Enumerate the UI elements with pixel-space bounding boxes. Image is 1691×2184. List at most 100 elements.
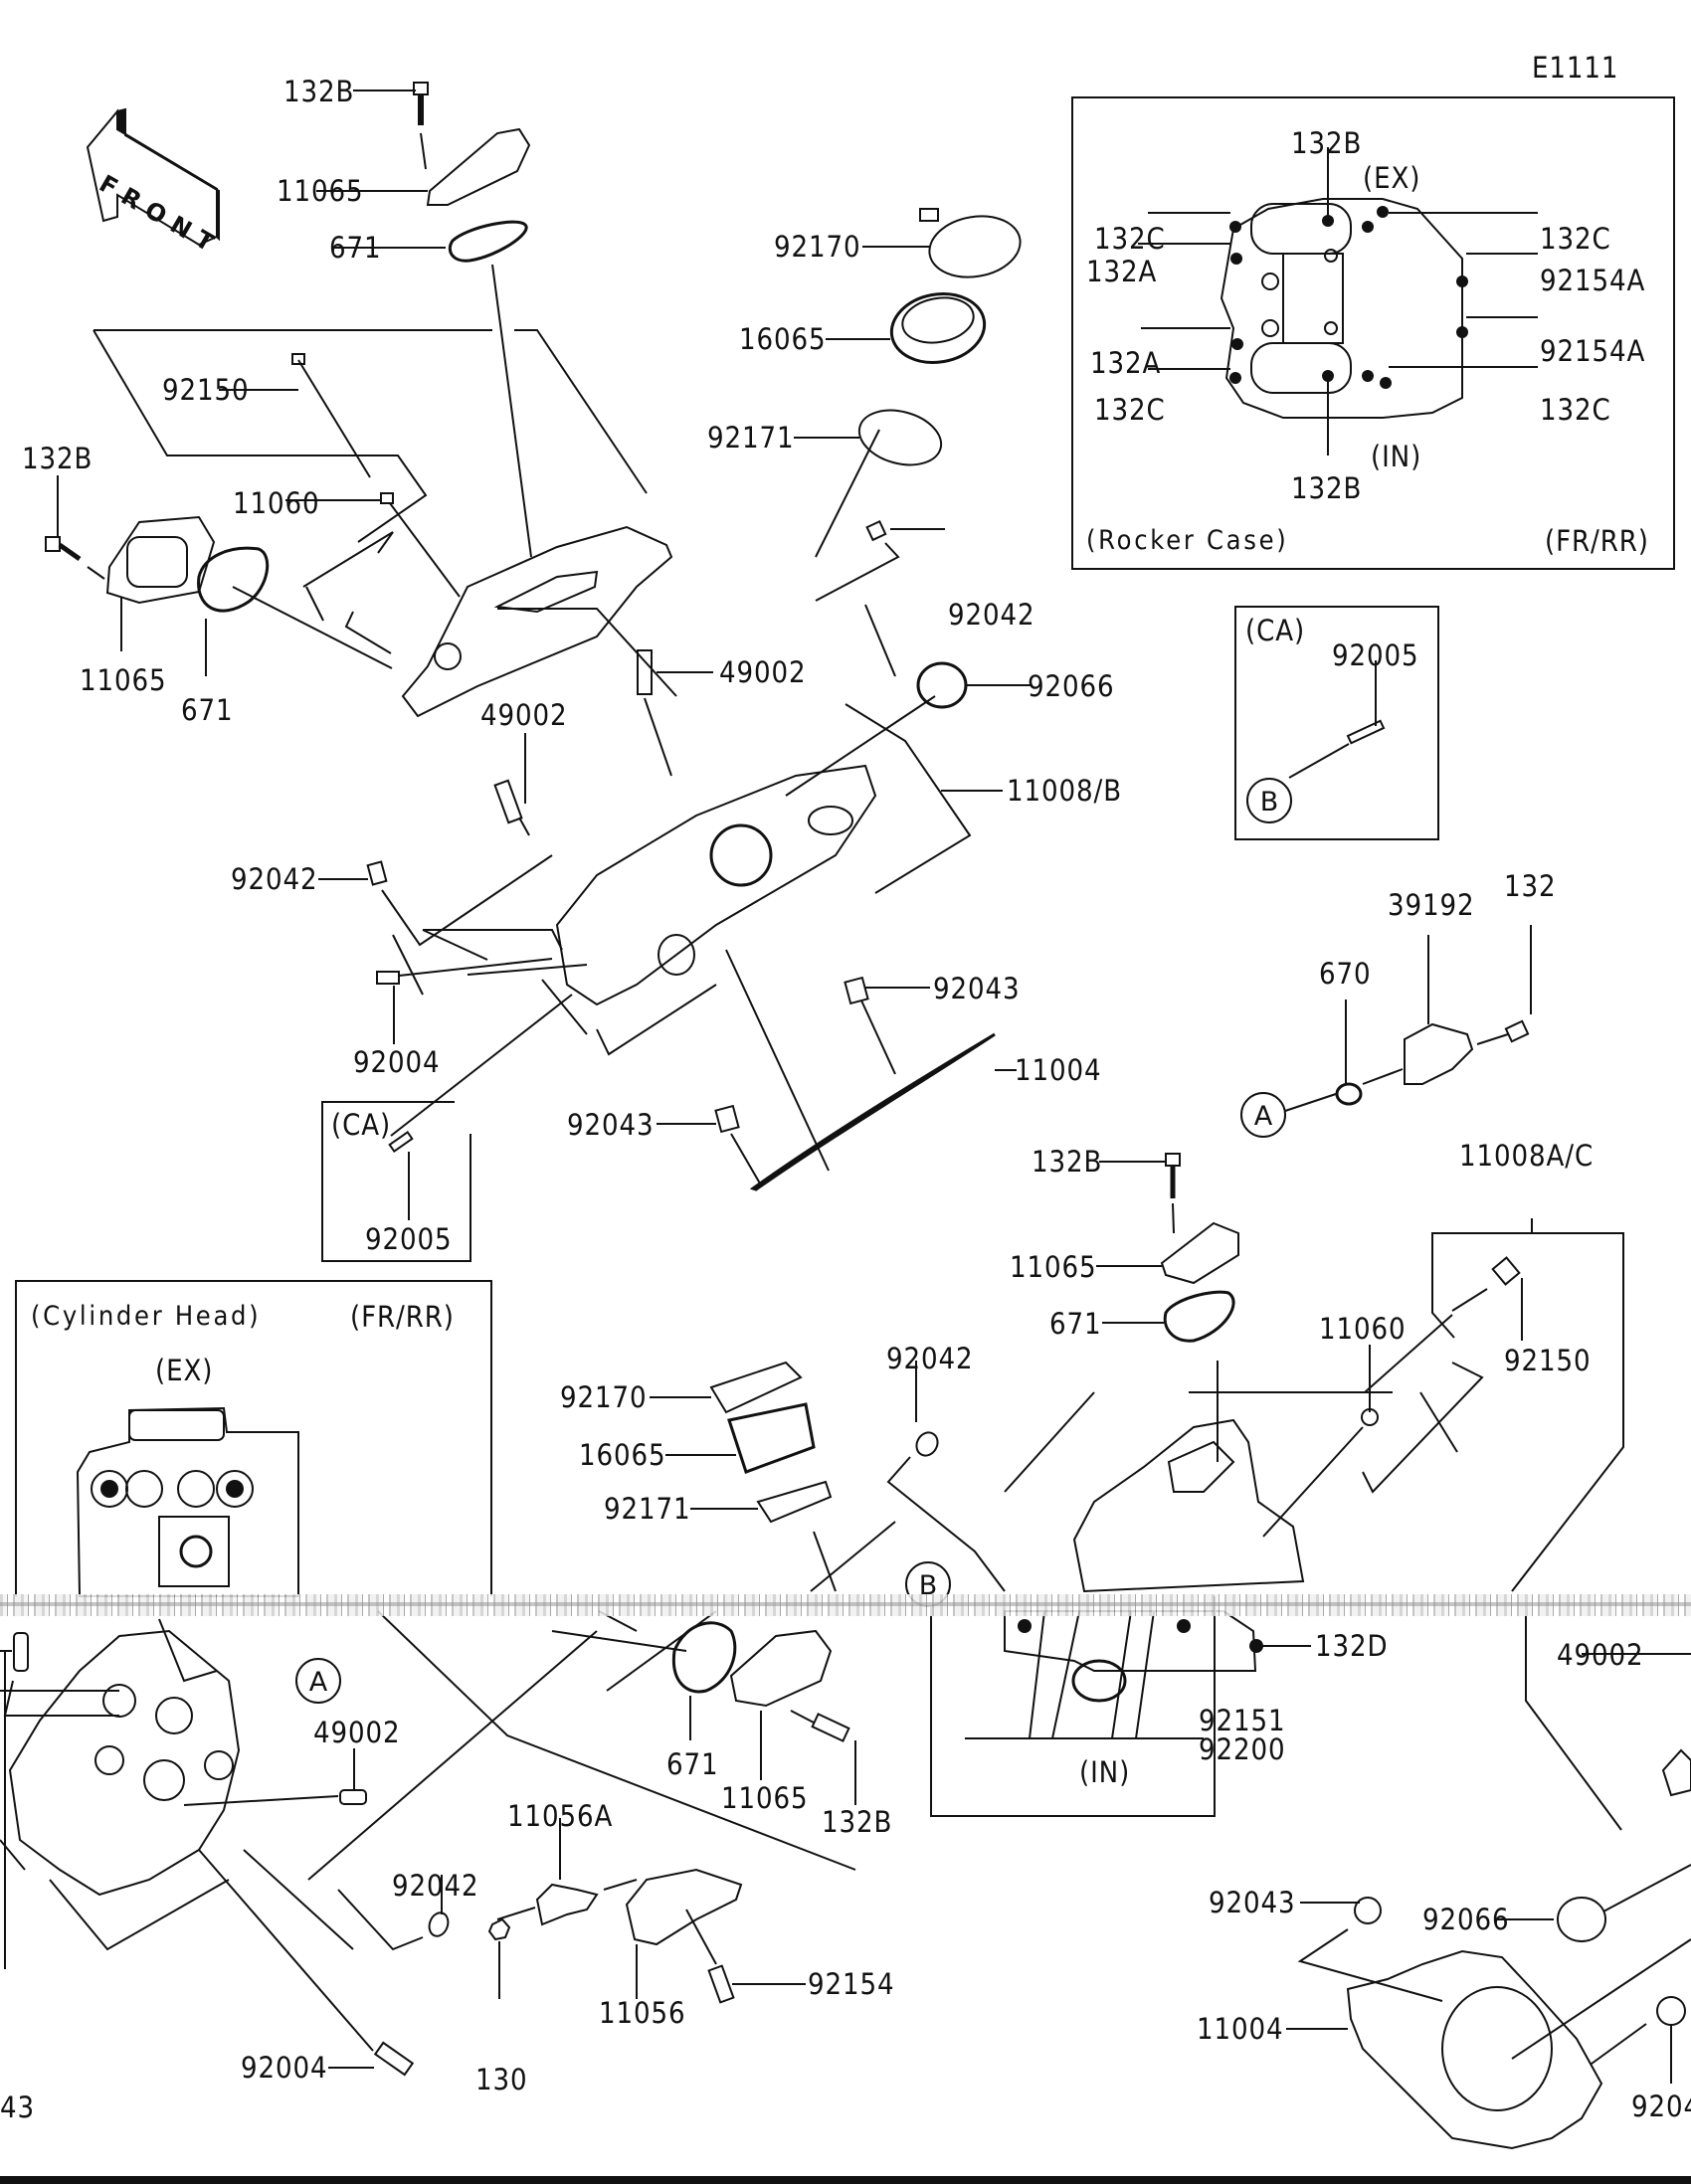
bracket-11056 [625, 1868, 743, 1946]
callout-132a: 132A [1086, 255, 1158, 288]
callout-92150: 92150 [1504, 1344, 1592, 1377]
callout-16065: 16065 [579, 1438, 666, 1472]
callout-11065: 11065 [721, 1781, 809, 1815]
callout-92151: 92151 [1199, 1704, 1286, 1737]
callout-92154: 92154 [808, 1967, 895, 2001]
rocker-in-label: (IN) [1371, 440, 1422, 473]
callout-92200: 92200 [1199, 1732, 1286, 1766]
cover-11065-mid [1160, 1221, 1239, 1285]
callout-132d: 132D [1315, 1629, 1389, 1663]
callout-92154a: 92154A [1540, 334, 1646, 368]
rocker-case-variant: (FR/RR) [1545, 524, 1649, 558]
rocker-ex-label: (EX) [1363, 161, 1421, 195]
ca-lower-inset-frame [321, 1101, 471, 1262]
bracket-11056a [535, 1883, 599, 1926]
bolt-132 [1504, 1019, 1530, 1043]
callout-92042: 92042 [948, 598, 1035, 632]
callout-11056a: 11056A [507, 1799, 614, 1833]
callout-132a: 132A [1090, 346, 1162, 380]
callout-92043-truncated: 9204 [1631, 2090, 1691, 2123]
callout-11004: 11004 [1015, 1053, 1102, 1087]
cover-11065-left [105, 515, 216, 605]
clamp-92170-low [709, 1361, 803, 1414]
callout-92005: 92005 [365, 1222, 453, 1256]
callout-11008b: 11008/B [1007, 774, 1123, 808]
ca-upper-inset-frame [1234, 606, 1439, 840]
cylinder-head-inset-drawing [76, 1406, 299, 1597]
cylinder-head-inset-frame [15, 1280, 492, 1596]
gasket-671-left [197, 546, 270, 613]
callout-132b: 132B [1291, 126, 1363, 160]
callout-132c: 132C [1540, 393, 1611, 427]
callout-671: 671 [181, 693, 234, 727]
callout-39192: 39192 [1388, 888, 1475, 922]
joint-16065-low [727, 1402, 816, 1474]
callout-92150: 92150 [162, 373, 250, 407]
callout-92004: 92004 [241, 2051, 328, 2085]
callout-92043: 92043 [1209, 1886, 1296, 1919]
cylinder-head-mid [1072, 1418, 1305, 1593]
callout-11065: 11065 [277, 174, 364, 208]
callout-11065: 11065 [80, 663, 167, 697]
callout-11060: 11060 [233, 486, 320, 520]
rocker-case-title: (Rocker Case) [1086, 525, 1289, 556]
scan-artifact-line [0, 1602, 1691, 1606]
callout-671: 671 [1049, 1307, 1102, 1341]
callout-11065: 11065 [1010, 1250, 1097, 1284]
bottom-border [0, 2176, 1691, 2184]
clamp-92170-top [928, 215, 1022, 278]
ca-lower-title: (CA) [331, 1108, 392, 1142]
callout-132b: 132B [283, 75, 355, 108]
gasket-671-low [671, 1621, 737, 1694]
callout-132c: 132C [1540, 222, 1611, 256]
ca-upper-title: (CA) [1245, 614, 1306, 647]
cylinder-head-in-label: (IN) [1079, 1755, 1131, 1789]
ref-circle-b: B [1246, 778, 1292, 823]
clamp-92171-top [857, 409, 943, 466]
callout-92043: 92043 [567, 1108, 655, 1142]
callout-16065: 16065 [739, 322, 827, 356]
cover-11065-low [729, 1629, 833, 1708]
clamp-92171-low [756, 1480, 833, 1524]
ref-circle-a: A [1240, 1092, 1286, 1138]
callout-92154a: 92154A [1540, 264, 1646, 297]
joint-16065-top [889, 292, 987, 364]
front-arrow-icon [86, 107, 220, 247]
callout-49002: 49002 [480, 698, 568, 732]
cylinder-head-title: (Cylinder Head) [31, 1301, 262, 1332]
callout-49002: 49002 [313, 1716, 401, 1749]
cylinder-head-variant: (FR/RR) [350, 1300, 455, 1334]
callout-132b: 132B [1032, 1145, 1103, 1179]
plug-92066-top [916, 661, 968, 709]
callout-92170: 92170 [774, 230, 861, 264]
callout-92066: 92066 [1422, 1903, 1510, 1936]
callout-92004: 92004 [353, 1045, 441, 1079]
gasket-671-mid [1163, 1290, 1235, 1343]
rocker-case-inset-drawing [1220, 198, 1463, 419]
callout-11008ac: 11008A/C [1459, 1139, 1595, 1173]
callout-92042: 92042 [231, 862, 318, 896]
ref-circle-a: A [295, 1658, 341, 1704]
cylinder-head-ex-label: (EX) [155, 1354, 214, 1387]
callout-130: 130 [475, 2063, 528, 2096]
callout-92043: 92043 [933, 972, 1021, 1005]
oring-670 [1335, 1082, 1363, 1106]
callout-11056: 11056 [599, 1996, 686, 2030]
callout-132: 132 [1504, 869, 1557, 903]
fitting-39192 [1404, 1022, 1474, 1085]
callout-11060: 11060 [1319, 1312, 1407, 1346]
callout-132c: 132C [1094, 393, 1166, 427]
cylinder-head-lower [0, 1629, 354, 1969]
callout-132b: 132B [822, 1805, 893, 1839]
callout-92170: 92170 [560, 1380, 648, 1414]
callout-92043-truncated: 43 [0, 2091, 36, 2124]
rocker-case-inset-frame [1071, 96, 1675, 570]
cylinder-head-main [555, 764, 877, 1006]
callout-132b: 132B [22, 442, 94, 475]
callout-132b: 132B [1291, 471, 1363, 505]
callout-132c: 132C [1094, 222, 1166, 256]
gasket-671-top [448, 220, 528, 263]
figure-code: E1111 [1532, 51, 1619, 85]
